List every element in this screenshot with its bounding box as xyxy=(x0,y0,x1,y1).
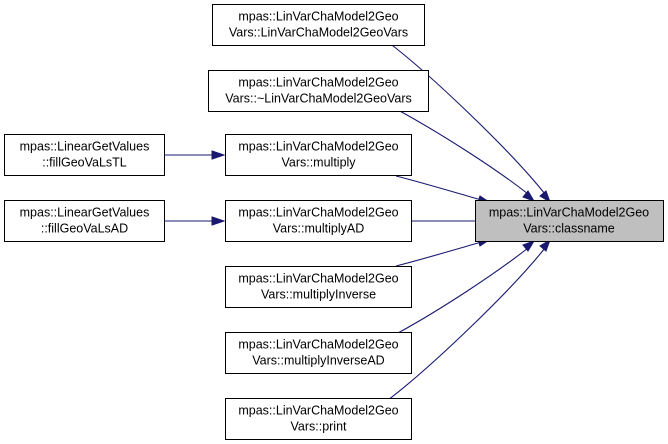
edge-fillTL-arrowhead xyxy=(211,150,226,160)
node-multiplyInverseAD[interactable]: mpas::LinVarChaModel2Geo Vars::multiplyI… xyxy=(225,332,412,374)
node-label-line1: mpas::LinVarChaModel2Geo xyxy=(238,10,398,24)
edge-multiplyInverseAD-to-classname xyxy=(397,247,529,334)
node-multiply[interactable]: mpas::LinVarChaModel2Geo Vars::multiply xyxy=(225,134,412,176)
node-label-line1: mpas::LinVarChaModel2Geo xyxy=(238,404,398,418)
node-classname[interactable]: mpas::LinVarChaModel2Geo Vars::classname xyxy=(475,200,664,242)
node-label-line2: Vars::LinVarChaModel2GeoVars xyxy=(229,26,408,40)
node-label-line1: mpas::LinVarChaModel2Geo xyxy=(238,272,398,286)
edge-dtor-to-classname xyxy=(397,109,529,195)
node-fillGeoVaLsAD[interactable]: mpas::LinearGetValues ::fillGeoVaLsAD xyxy=(4,200,165,242)
node-label-line1: mpas::LinearGetValues xyxy=(20,140,150,154)
node-label-line2: Vars::multiplyInverse xyxy=(261,288,376,302)
node-label-line2: Vars::multiplyAD xyxy=(273,222,364,236)
node-label-line1: mpas::LinVarChaModel2Geo xyxy=(238,140,398,154)
node-label-line2: Vars::multiply xyxy=(281,156,356,170)
node-label-line2: Vars::print xyxy=(290,420,347,434)
node-fillGeoVaLsTL[interactable]: mpas::LinearGetValues ::fillGeoVaLsTL xyxy=(4,134,165,176)
edge-multiply-to-classname xyxy=(395,175,479,200)
edge-ctor-arrowhead xyxy=(539,190,551,204)
edge-fillAD-arrowhead xyxy=(211,216,226,226)
node-label-line1: mpas::LinVarChaModel2Geo xyxy=(238,206,398,220)
node-label-line2: Vars::classname xyxy=(523,222,615,236)
edge-print-arrowhead xyxy=(539,238,551,252)
edge-multiplyInverse-to-classname xyxy=(395,242,479,267)
node-label-line1: mpas::LinVarChaModel2Geo xyxy=(489,206,649,220)
node-multiplyInverse[interactable]: mpas::LinVarChaModel2Geo Vars::multiplyI… xyxy=(225,266,412,308)
node-destructor[interactable]: mpas::LinVarChaModel2Geo Vars::~LinVarCh… xyxy=(208,70,429,112)
edge-dtor-arrowhead xyxy=(522,190,536,202)
node-label-line1: mpas::LinearGetValues xyxy=(20,206,150,220)
node-label-line2: Vars::~LinVarChaModel2GeoVars xyxy=(225,92,412,106)
node-label-line2: ::fillGeoVaLsTL xyxy=(42,156,127,170)
edge-ctor-to-classname xyxy=(387,41,546,195)
node-label-line1: mpas::LinVarChaModel2Geo xyxy=(238,338,398,352)
node-label-line2: Vars::multiplyInverseAD xyxy=(252,354,384,368)
node-print[interactable]: mpas::LinVarChaModel2Geo Vars::print xyxy=(225,398,412,440)
node-label-line1: mpas::LinVarChaModel2Geo xyxy=(238,76,398,90)
edge-multiplyInverseAD-arrowhead xyxy=(522,240,536,252)
node-constructor[interactable]: mpas::LinVarChaModel2Geo Vars::LinVarCha… xyxy=(212,4,425,46)
node-multiplyAD[interactable]: mpas::LinVarChaModel2Geo Vars::multiplyA… xyxy=(225,200,412,242)
node-label-line2: ::fillGeoVaLsAD xyxy=(41,222,128,236)
edge-print-to-classname xyxy=(387,247,546,401)
